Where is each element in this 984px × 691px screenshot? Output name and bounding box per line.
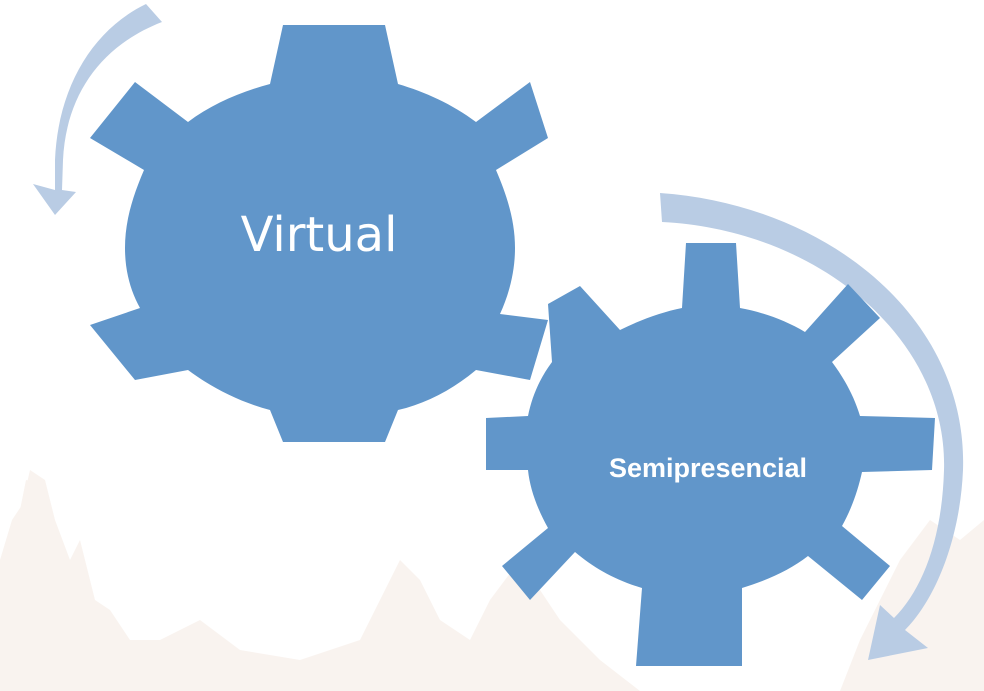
gear-semipresencial: Semipresencial xyxy=(486,243,935,666)
gear-semipresencial-label: Semipresencial xyxy=(609,453,807,483)
arrow-right xyxy=(660,193,964,660)
gear-virtual-shape xyxy=(90,25,548,442)
gear-virtual: Virtual xyxy=(90,25,548,442)
arrow-top-left xyxy=(33,4,162,215)
gear-semipresencial-shape xyxy=(486,243,935,666)
gear-virtual-label: Virtual xyxy=(241,207,398,263)
